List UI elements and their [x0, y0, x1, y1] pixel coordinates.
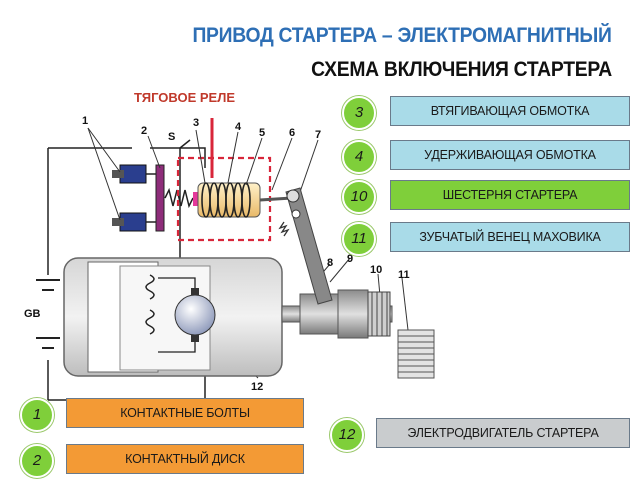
legend-contact-disc: КОНТАКТНЫЙ ДИСК — [66, 444, 304, 474]
label-4: 4 — [235, 121, 242, 133]
legend-num-2: 2 — [20, 444, 54, 478]
label-8: 8 — [327, 257, 333, 269]
label-gb: GB — [24, 308, 41, 320]
legend-contact-bolts: КОНТАКТНЫЕ БОЛТЫ — [66, 398, 304, 428]
title-line-2: СХЕМА ВКЛЮЧЕНИЯ СТАРТЕРА — [311, 58, 612, 81]
label-2: 2 — [141, 125, 147, 137]
title-line-1: ПРИВОД СТАРТЕРА – ЭЛЕКТРОМАГНИТНЫЙ — [192, 24, 612, 47]
contact-bolts — [112, 164, 158, 232]
legend-num-3: 3 — [342, 96, 376, 130]
contact-disc — [155, 164, 165, 232]
label-10: 10 — [370, 264, 382, 276]
label-1: 1 — [82, 115, 88, 127]
label-12: 12 — [251, 381, 263, 393]
legend-num-4: 4 — [342, 140, 376, 174]
legend-flywheel-ring: ЗУБЧАТЫЙ ВЕНЕЦ МАХОВИКА — [390, 222, 630, 252]
legend-num-1: 1 — [20, 398, 54, 432]
legend-starter-pinion: ШЕСТЕРНЯ СТАРТЕРА — [390, 180, 630, 210]
battery-gb — [36, 279, 60, 349]
legend-hold-in-winding: УДЕРЖИВАЮЩАЯ ОБМОТКА — [390, 140, 630, 170]
shift-lever — [278, 187, 333, 305]
starter-pinion — [367, 291, 391, 337]
overrunning-clutch — [337, 289, 369, 339]
label-9: 9 — [347, 253, 353, 265]
label-11: 11 — [398, 269, 410, 281]
legend-num-10: 10 — [342, 180, 376, 214]
relay-windings — [201, 182, 251, 218]
switch-s — [179, 139, 191, 149]
legend-starter-motor: ЭЛЕКТРОДВИГАТЕЛЬ СТАРТЕРА — [376, 418, 630, 448]
traction-relay-label: ТЯГОВОЕ РЕЛЕ — [134, 90, 236, 105]
legend-num-12: 12 — [330, 418, 364, 452]
label-5: 5 — [259, 127, 265, 139]
legend-pull-in-winding: ВТЯГИВАЮЩАЯ ОБМОТКА — [390, 96, 630, 126]
label-s: S — [168, 131, 175, 143]
flywheel-ring-gear — [397, 329, 435, 379]
label-3: 3 — [193, 117, 199, 129]
label-7: 7 — [315, 129, 321, 141]
return-spring — [164, 187, 194, 209]
starter-motor — [63, 257, 283, 377]
label-6: 6 — [289, 127, 295, 139]
legend-num-11: 11 — [342, 222, 376, 256]
